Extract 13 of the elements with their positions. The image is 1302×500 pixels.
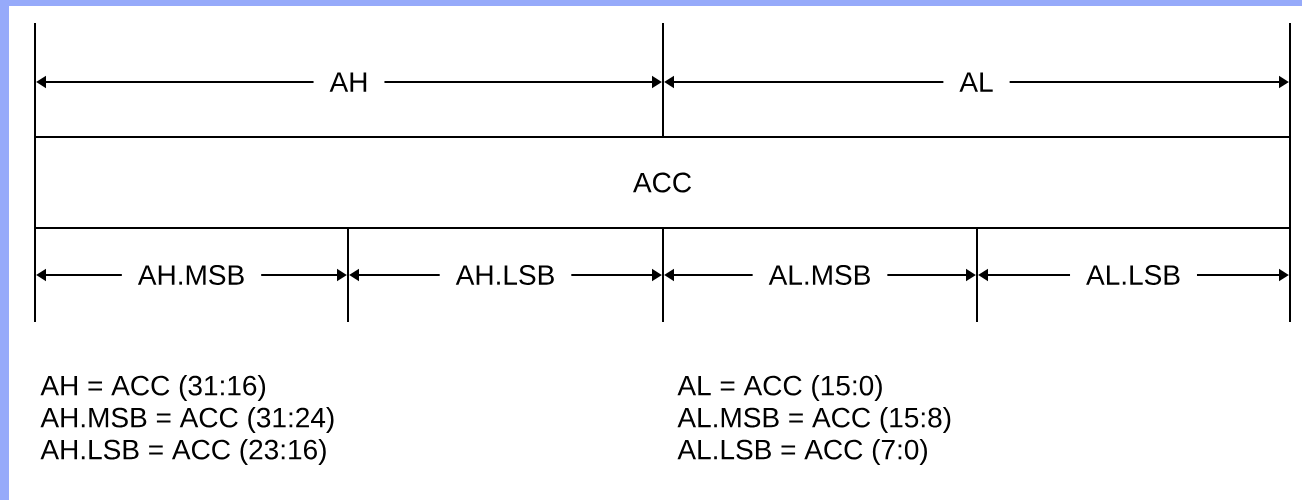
definition-text: AH.LSB = ACC (23:16) bbox=[40, 438, 326, 466]
register-box: ACC bbox=[34, 136, 1291, 229]
dimension-label: AL.LSB bbox=[1070, 261, 1197, 289]
dimension-label: AL bbox=[943, 68, 1010, 96]
definition-text: AL.LSB = ACC (7:0) bbox=[677, 438, 927, 466]
definition-text: AL.MSB = ACC (15:8) bbox=[677, 406, 951, 434]
dimension-label: AH bbox=[313, 68, 385, 96]
definition-text: AH.MSB = ACC (31:24) bbox=[40, 406, 334, 434]
dimension-label: AL.MSB bbox=[752, 261, 888, 289]
definition-text: AH = ACC (31:16) bbox=[40, 374, 266, 402]
dimension-label: AH.LSB bbox=[439, 261, 572, 289]
dimension-label: AH.MSB bbox=[121, 261, 262, 289]
definition-text: AL = ACC (15:0) bbox=[677, 374, 882, 402]
